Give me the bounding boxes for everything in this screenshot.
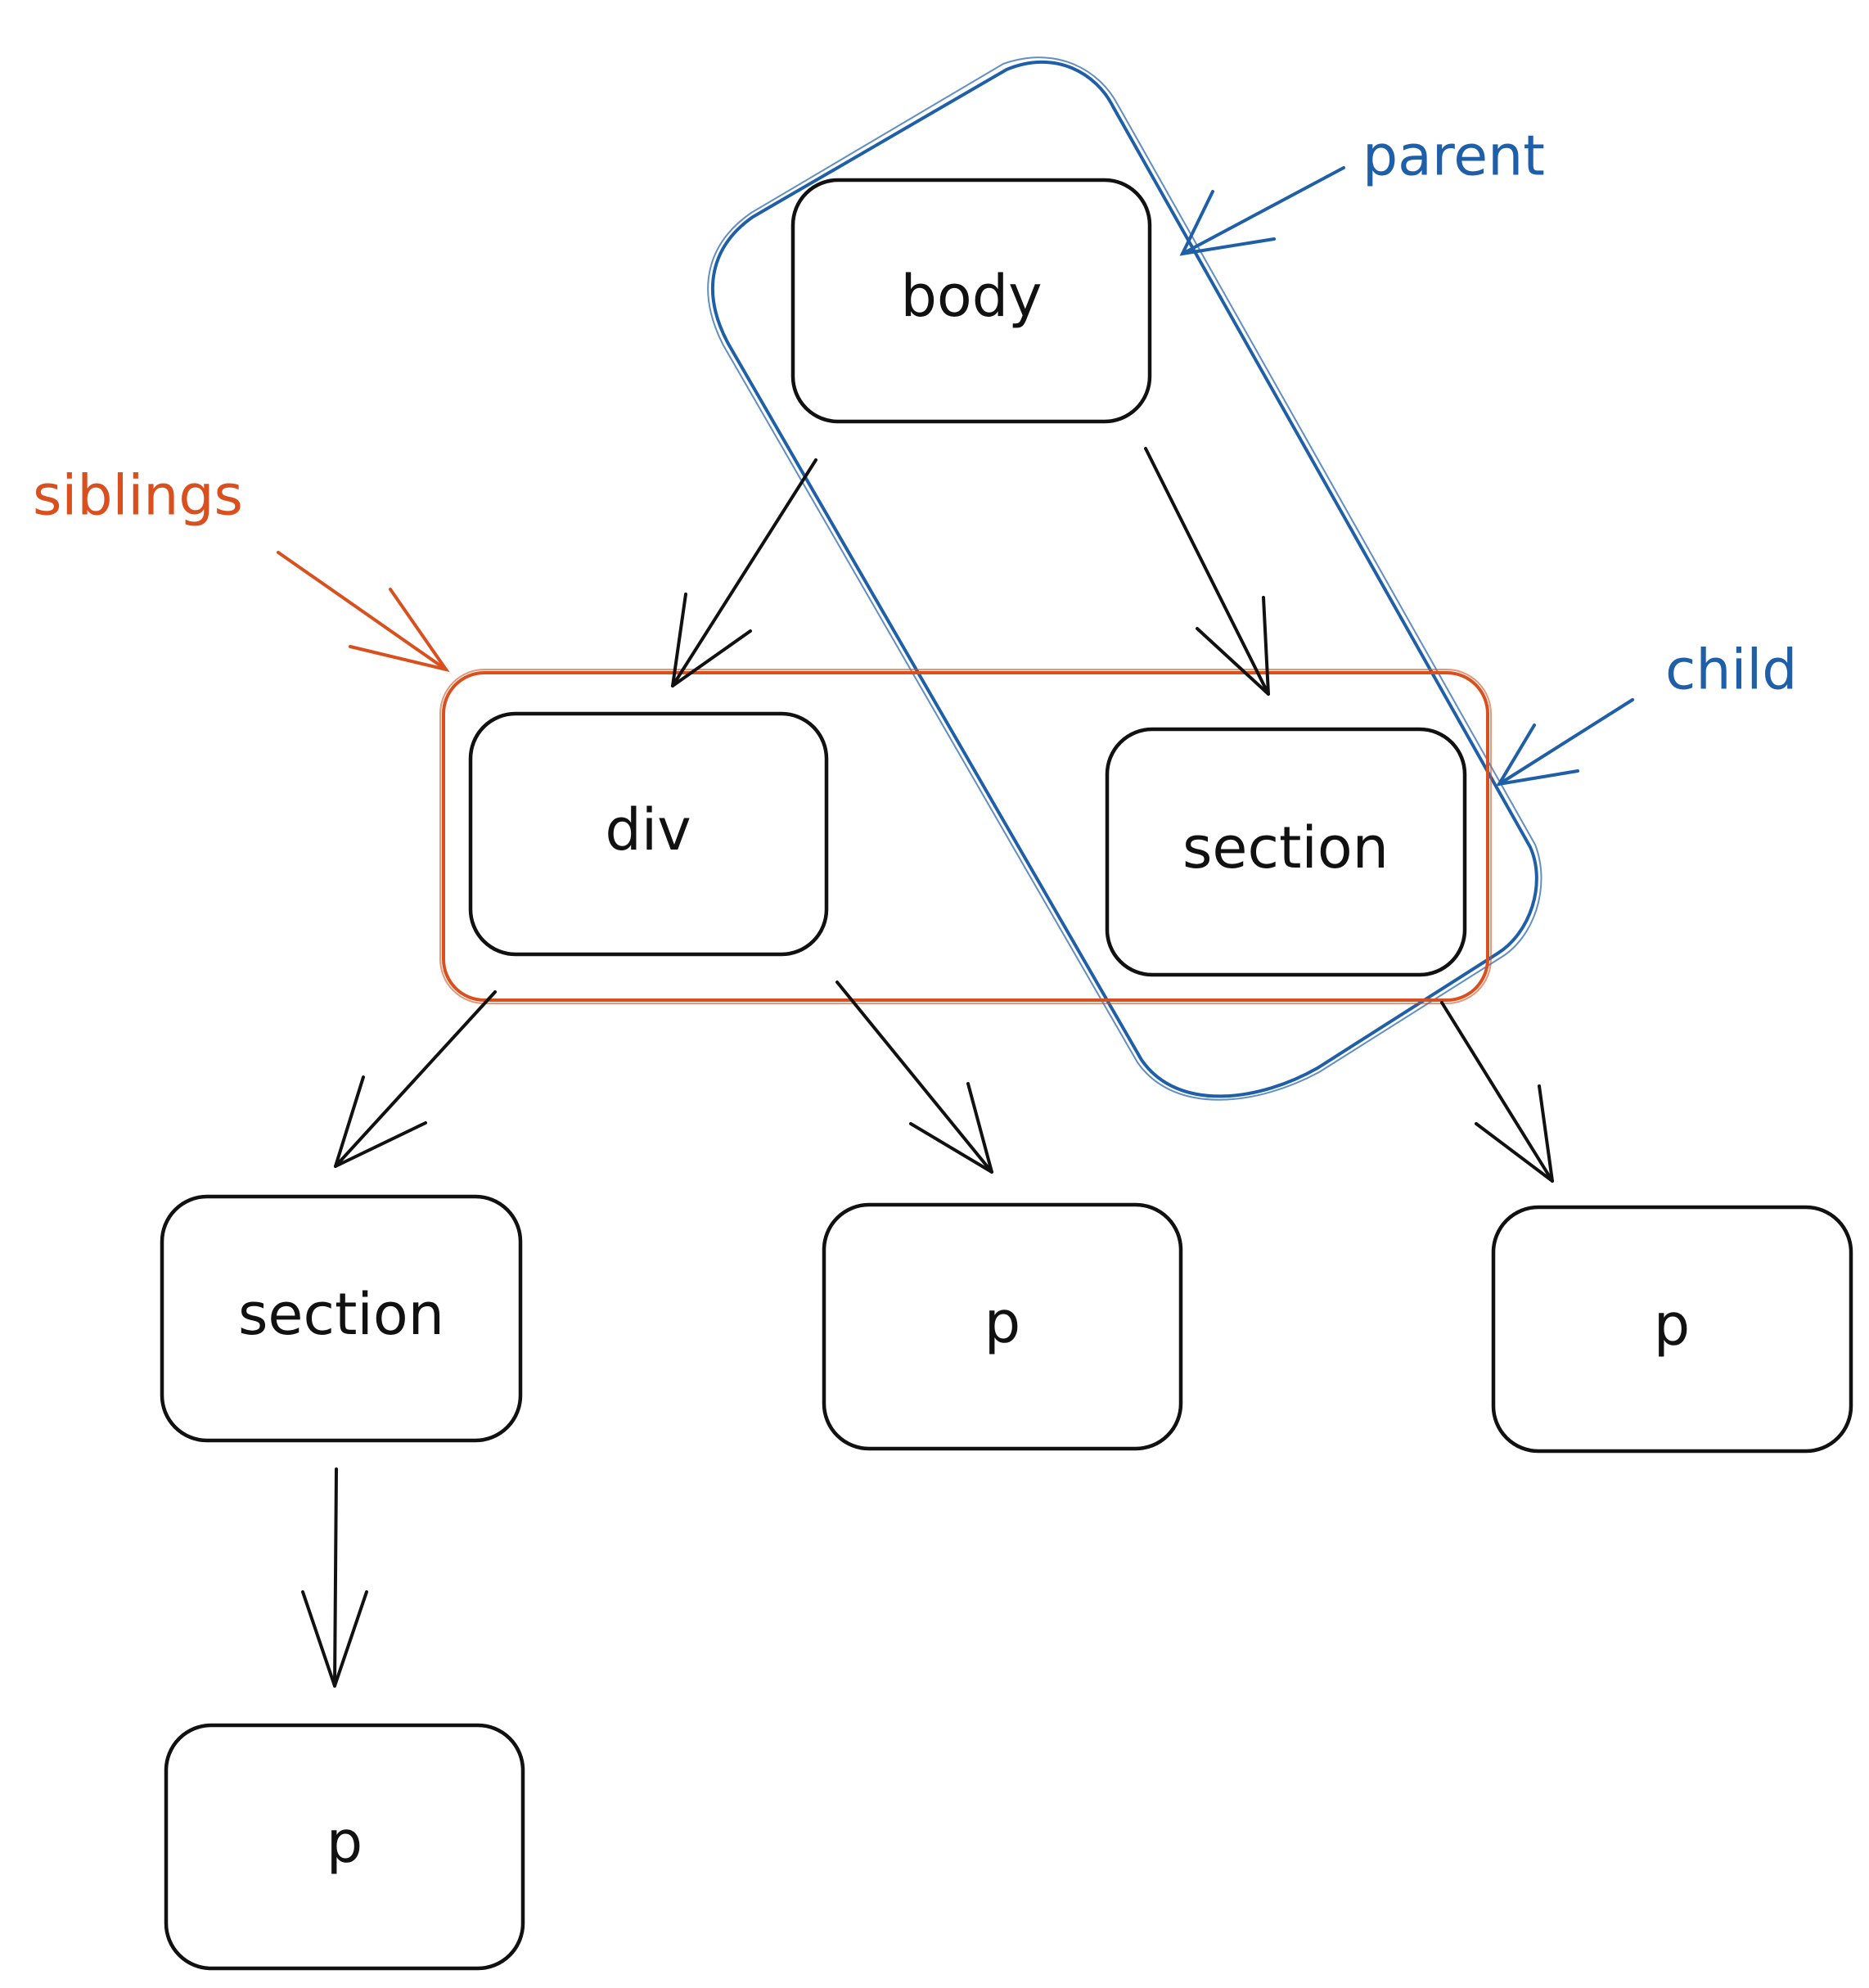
child-label: child: [1665, 638, 1797, 703]
edge-div-section: [334, 990, 497, 1168]
edge-body-section: [1144, 447, 1270, 696]
node-p-bottom: p: [164, 1723, 525, 1971]
node-label: p: [1654, 1292, 1690, 1359]
node-label: section: [1182, 814, 1389, 881]
node-label: p: [984, 1289, 1020, 1356]
node-section-top: section: [1105, 727, 1467, 977]
node-p-right: p: [1491, 1205, 1853, 1454]
edge-section-p: [1440, 1001, 1554, 1183]
node-label: p: [327, 1809, 363, 1876]
node-label: section: [238, 1281, 444, 1348]
child-arrow: [1496, 698, 1634, 787]
node-p-mid: p: [822, 1202, 1183, 1451]
parent-label: parent: [1362, 124, 1545, 189]
node-div: div: [468, 711, 829, 957]
edge-body-div: [671, 458, 817, 687]
node-section-left: section: [160, 1194, 523, 1443]
edge-div-p: [835, 980, 993, 1174]
edge-section-p-bottom: [301, 1467, 368, 1688]
siblings-highlight: [439, 669, 1492, 1004]
parent-child-highlight: [707, 56, 1542, 1101]
node-label: body: [900, 263, 1042, 330]
node-label: div: [605, 796, 691, 863]
siblings-label: siblings: [33, 464, 243, 529]
siblings-arrow: [277, 551, 450, 673]
node-body: body: [790, 178, 1152, 424]
parent-arrow: [1179, 166, 1345, 256]
